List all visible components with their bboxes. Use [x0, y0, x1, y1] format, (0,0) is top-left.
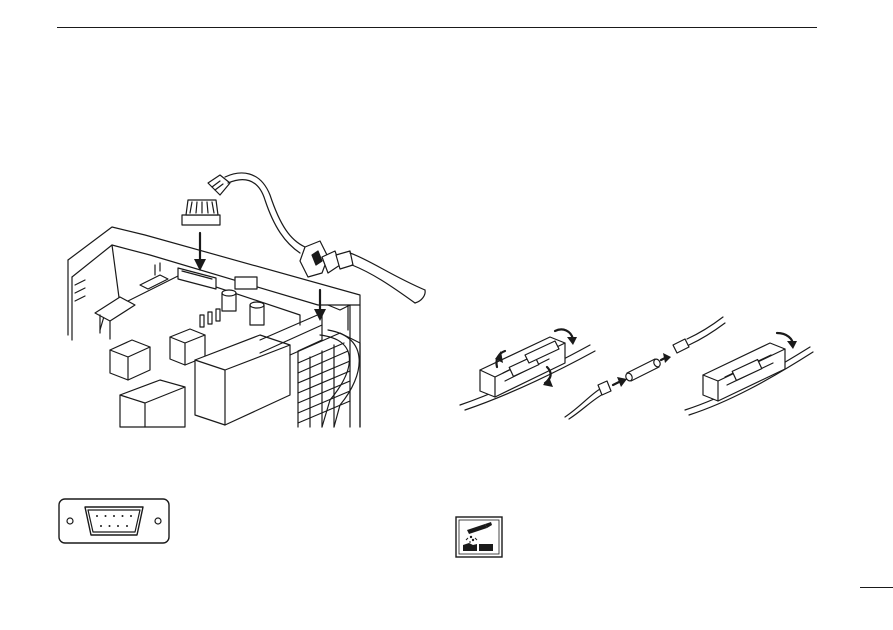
corrosive-warning-icon — [455, 516, 503, 558]
fuse-holder-illustration — [459, 316, 814, 420]
dsub-9pin-connector — [58, 498, 170, 544]
page-number-rule — [860, 587, 893, 588]
header-rule — [57, 27, 817, 28]
internal-connector-illustration — [67, 172, 426, 428]
